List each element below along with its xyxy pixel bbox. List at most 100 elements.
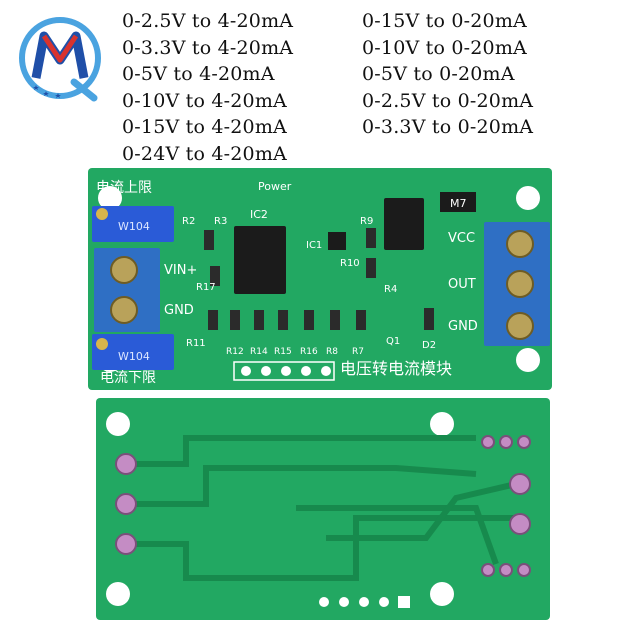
mounting-hole	[106, 582, 130, 606]
header-pad	[301, 366, 311, 376]
component-ref: R7	[352, 347, 364, 357]
header-pad	[398, 596, 410, 608]
terminal-screw	[506, 312, 534, 340]
pcb-trace	[126, 515, 516, 581]
logo-star	[33, 85, 39, 90]
mounting-hole	[98, 186, 122, 210]
spec-line: 0-3.3V to 4-20mA	[122, 36, 294, 59]
solder-pad	[499, 435, 513, 449]
solder-pad	[499, 563, 513, 577]
mounting-hole	[516, 348, 540, 372]
component-ref: R17	[196, 282, 216, 293]
terminal-screw	[506, 230, 534, 258]
logo-star	[43, 91, 49, 96]
diode-label: M7	[450, 197, 467, 210]
spec-line: 0-5V to 0-20mA	[362, 63, 515, 85]
header-pad	[261, 366, 271, 376]
spec-line: 0-3.3V to 0-20mA	[362, 116, 534, 138]
header-pad	[241, 366, 251, 376]
label-power: Power	[258, 180, 292, 193]
mounting-hole	[430, 582, 454, 606]
logo-ring	[19, 17, 101, 99]
component-ref: R16	[300, 347, 318, 357]
pcb-board	[88, 168, 552, 390]
ic-chip-small	[328, 232, 346, 250]
solder-pad	[509, 513, 531, 535]
header-pad	[359, 597, 369, 607]
solder-pad	[517, 435, 531, 449]
solder-pad	[481, 435, 495, 449]
component-ref: R9	[360, 216, 373, 227]
label-gnd-input: GND	[164, 303, 194, 318]
ic-label: IC1	[306, 240, 322, 251]
component-ref: R12	[226, 347, 244, 357]
solder-pad	[481, 563, 495, 577]
ic-label: IC2	[250, 208, 268, 221]
logo-star	[55, 93, 61, 98]
solder-pads	[115, 435, 531, 577]
resistor	[230, 310, 240, 330]
pot-screw	[96, 208, 108, 220]
spec-line: 0-5V to 4-20mA	[122, 63, 275, 85]
solder-pad	[115, 453, 137, 475]
pot-label: W104	[118, 350, 150, 363]
pcb-trace	[326, 481, 517, 541]
label-vin: VIN+	[164, 263, 197, 278]
resistor-group	[204, 228, 434, 330]
pcb-traces	[126, 435, 517, 581]
resistor	[208, 310, 218, 330]
diode-m7	[440, 192, 476, 212]
spec-line: 0-10V to 0-20mA	[362, 36, 527, 59]
spec-line: 0-24V to 4-20mA	[122, 142, 287, 165]
solder-pad	[115, 493, 137, 515]
label-out: OUT	[448, 277, 476, 292]
resistor	[330, 310, 340, 330]
mounting-hole	[106, 412, 130, 436]
pcb-top-view: 电流上限 电流下限 电压转电流模块 Power W104 W104 VIN+ G…	[88, 168, 552, 390]
pot-screw	[96, 338, 108, 350]
spec-line: 0-2.5V to 0-20mA	[362, 89, 534, 112]
pcb-bottom-view	[96, 398, 550, 620]
component-ref: R10	[340, 258, 360, 269]
terminal-screw	[506, 270, 534, 298]
resistor	[366, 258, 376, 278]
label-gnd-output: GND	[448, 319, 478, 334]
pcb-trace	[126, 465, 477, 507]
trim-potentiometer-bottom	[92, 334, 174, 370]
resistor	[366, 228, 376, 248]
component-ref: R4	[384, 284, 397, 295]
terminal-screw	[110, 256, 138, 284]
ic-chip	[234, 226, 286, 294]
header-pads	[319, 596, 410, 608]
logo-tail	[70, 78, 98, 102]
regulator-chip	[384, 198, 424, 250]
solder-pad	[517, 563, 531, 577]
label-upper-limit: 电流上限	[96, 180, 152, 196]
spec-line: 0-15V to 0-20mA	[362, 10, 527, 32]
component-ref: Q1	[386, 336, 400, 347]
resistor	[424, 308, 434, 330]
label-vcc: VCC	[448, 231, 475, 246]
header-pad	[321, 366, 331, 376]
board-title: 电压转电流模块	[340, 359, 452, 378]
resistor	[210, 266, 220, 286]
mounting-hole	[430, 412, 454, 436]
spec-list-left: 0-2.5V to 4-20mA 0-3.3V to 4-20mA 0-5V t…	[122, 8, 293, 167]
header-pad	[281, 366, 291, 376]
resistor	[204, 230, 214, 250]
component-ref: R14	[250, 347, 268, 357]
component-ref: R15	[274, 347, 292, 357]
trim-potentiometer-top	[92, 206, 174, 242]
spec-list-right: 0-15V to 0-20mA 0-10V to 0-20mA 0-5V to …	[362, 8, 533, 141]
resistor	[254, 310, 264, 330]
resistor	[278, 310, 288, 330]
component-ref: R8	[326, 347, 338, 357]
brand-logo	[19, 17, 101, 102]
header-pad	[319, 597, 329, 607]
solder-pad	[509, 473, 531, 495]
component-ref: D2	[422, 340, 436, 351]
resistor	[356, 310, 366, 330]
resistor	[304, 310, 314, 330]
component-ref: R2	[182, 216, 195, 227]
spec-line: 0-2.5V to 4-20mA	[122, 10, 294, 32]
